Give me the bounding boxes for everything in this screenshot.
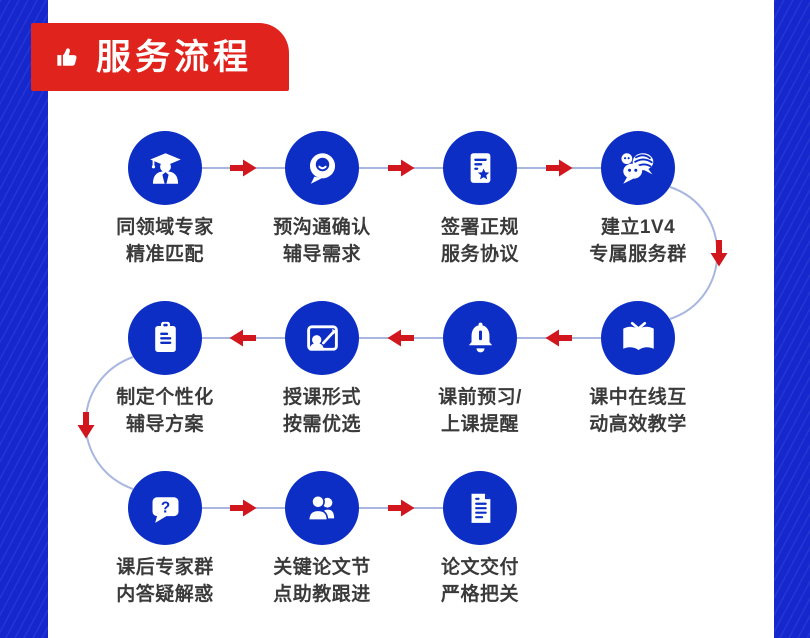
step-label-line2: 辅导需求 [282,244,361,265]
step-label: 课前预习/ 上课提醒 [395,384,565,438]
step-label-line2: 辅导方案 [125,414,204,435]
step-label-line2: 精准匹配 [125,244,204,265]
thumbs-up-icon [57,47,77,66]
arrow-right-icon [388,159,415,177]
arrow-right-icon [230,159,257,177]
flow-step: 课前预习/ 上课提醒 [395,301,565,438]
step-circle [285,131,359,205]
step-label-line2: 服务协议 [440,244,519,265]
step-circle: ? [128,471,202,545]
paper-document-icon [471,493,490,523]
step-circle [285,471,359,545]
step-label-line1: 制定个性化 [116,387,214,408]
step-label-line1: 课前预习/ [438,387,522,408]
flow-step: 课中在线互 动高效教学 [553,301,723,438]
step-circle [128,131,202,205]
step-circle [285,301,359,375]
question-mark-glyph: ? [160,499,169,516]
step-label-line1: 签署正规 [440,217,519,238]
step-label-line1: 课中在线互 [589,387,687,408]
step-label-line2: 严格把关 [440,584,519,605]
flow-step: ? 课后专家群 内答疑解惑 [80,471,250,608]
step-label: 签署正规 服务协议 [395,214,565,268]
step-circle [601,301,675,375]
step-label-line1: 建立1V4 [600,217,676,238]
step-label: 课中在线互 动高效教学 [553,384,723,438]
arrow-left-icon [229,329,256,347]
arrow-down-icon [77,412,95,439]
step-label-line1: 预沟通确认 [273,217,371,238]
teaching-board-icon [306,324,338,351]
clipboard-icon [154,321,176,352]
step-label: 制定个性化 辅导方案 [80,384,250,438]
step-label-line2: 专属服务群 [589,244,687,265]
wechat-group-icon [620,152,653,184]
step-label-line2: 按需优选 [282,414,361,435]
step-label-line1: 授课形式 [282,387,361,408]
arrow-down-icon [710,240,728,267]
step-label: 论文交付 严格把关 [395,554,565,608]
section-header-badge: 服务流程 [31,23,289,91]
question-bubble-icon: ? [152,496,178,523]
arrow-right-icon [388,499,415,517]
flow-step: 同领域专家 精准匹配 [80,131,250,268]
flow-step: 签署正规 服务协议 [395,131,565,268]
step-label: 授课形式 按需优选 [237,384,407,438]
step-label: 预沟通确认 辅导需求 [237,214,407,268]
graduate-expert-icon [149,152,181,184]
step-circle [128,301,202,375]
step-label-line2: 上课提醒 [440,414,519,435]
flow-step: 预沟通确认 辅导需求 [237,131,407,268]
flow-step: 论文交付 严格把关 [395,471,565,608]
arrow-right-icon [546,159,573,177]
step-label: 同领域专家 精准匹配 [80,214,250,268]
step-label-line2: 点助教跟进 [273,584,371,605]
flow-step: 授课形式 按需优选 [237,301,407,438]
people-group-icon [307,494,334,521]
bell-icon [468,322,492,352]
step-circle [443,131,517,205]
step-label-line1: 同领域专家 [116,217,214,238]
step-label: 建立1V4 专属服务群 [553,214,723,268]
flow-step: 制定个性化 辅导方案 [80,301,250,438]
step-circle [443,301,517,375]
step-circle [601,131,675,205]
step-label-line2: 内答疑解惑 [116,584,214,605]
arrow-left-icon [545,329,572,347]
step-label-line1: 关键论文节 [273,557,371,578]
step-label-line1: 论文交付 [440,557,519,578]
page-title: 服务流程 [96,37,253,77]
step-label-line2: 动高效教学 [589,414,687,435]
left-decor-band [0,0,48,638]
step-label: 关键论文节 点助教跟进 [237,554,407,608]
open-book-icon [622,321,654,350]
flow-step: 关键论文节 点助教跟进 [237,471,407,608]
chat-bubble-icon [309,152,335,184]
right-decor-band [774,0,810,638]
flow-arrows [77,159,728,517]
arrow-right-icon [230,499,257,517]
flow-step: 建立1V4 专属服务群 [553,131,723,268]
arrow-left-icon [387,329,414,347]
agreement-document-icon [470,152,490,183]
step-label-line1: 课后专家群 [116,557,214,578]
step-label: 课后专家群 内答疑解惑 [80,554,250,608]
step-circle [443,471,517,545]
